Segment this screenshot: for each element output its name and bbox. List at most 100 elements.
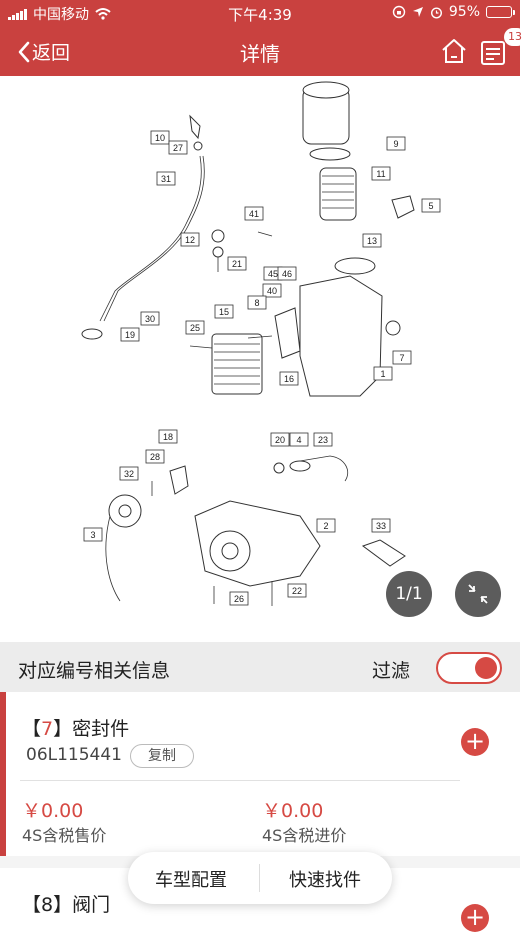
callout-box: [247, 295, 267, 310]
parts-list-icon[interactable]: [480, 38, 506, 66]
callout-label[interactable]: 2: [323, 521, 328, 531]
callout-label[interactable]: 16: [284, 374, 294, 384]
part-number: 7: [41, 718, 54, 740]
selected-accent: [0, 692, 6, 856]
callout-label[interactable]: 13: [367, 236, 377, 246]
callout-label[interactable]: 45: [268, 269, 278, 279]
add-part-button[interactable]: +: [461, 904, 489, 932]
callout-label[interactable]: 5: [428, 201, 433, 211]
callout-box: [168, 140, 188, 155]
part-code: 06L115441: [26, 745, 122, 765]
callout-label[interactable]: 3: [90, 530, 95, 540]
callout-label[interactable]: 4: [296, 435, 301, 445]
callout-label[interactable]: 19: [125, 330, 135, 340]
callout-box: [227, 256, 247, 271]
orientation-lock-icon: [392, 5, 406, 19]
callout-box: [185, 320, 205, 335]
page-indicator-button[interactable]: 1/1: [386, 571, 432, 617]
back-button[interactable]: 返回: [16, 38, 70, 65]
callout-box: [279, 371, 299, 386]
callout-box: [158, 429, 178, 444]
sale-price-label: 4S含税售价: [22, 826, 107, 845]
callout-label[interactable]: 9: [393, 139, 398, 149]
quick-find-tab[interactable]: 快速找件: [289, 870, 361, 891]
wifi-icon: [95, 8, 111, 20]
callout-box: [180, 232, 200, 247]
callout-label[interactable]: 28: [150, 452, 160, 462]
copy-button[interactable]: 复制: [130, 744, 194, 768]
callout-box: [362, 233, 382, 248]
callout-box: [270, 432, 290, 447]
related-info-title: 对应编号相关信息: [18, 660, 171, 682]
parts-list: 【7】密封件 06L115441 复制 + ￥0.00 4S含税售价 ￥0.00…: [0, 692, 520, 932]
callout-box: [120, 327, 140, 342]
status-time: 下午4:39: [228, 6, 292, 24]
callout-label[interactable]: 23: [318, 435, 328, 445]
callout-box: [83, 527, 103, 542]
callout-label[interactable]: 15: [219, 307, 229, 317]
callout-box: [277, 266, 297, 281]
callout-label[interactable]: 7: [399, 353, 404, 363]
home-icon[interactable]: [440, 37, 468, 65]
callout-label[interactable]: 30: [145, 314, 155, 324]
callout-box: [421, 198, 441, 213]
page-title: 详情: [240, 42, 280, 66]
sale-price: ￥0.00: [22, 800, 84, 822]
callout-box: [289, 432, 309, 447]
part-card[interactable]: 【7】密封件 06L115441 复制 + ￥0.00 4S含税售价 ￥0.00…: [0, 692, 520, 856]
callout-label[interactable]: 21: [232, 259, 242, 269]
alarm-icon: [430, 6, 442, 19]
callout-label[interactable]: 40: [267, 286, 277, 296]
part-name-text: 密封件: [72, 718, 130, 740]
callout-box: [229, 591, 249, 606]
callout-box: [156, 171, 176, 186]
back-label: 返回: [32, 42, 71, 64]
battery-icon: [486, 6, 515, 18]
callout-box: [244, 206, 264, 221]
battery-percent: 95%: [448, 4, 480, 20]
callout-label[interactable]: 12: [185, 235, 195, 245]
callout-box: [392, 350, 412, 365]
callout-label[interactable]: 41: [249, 209, 259, 219]
callout-box: [140, 311, 160, 326]
part-number: 8: [41, 894, 54, 916]
carrier-name: 中国移动: [33, 7, 89, 23]
callout-label[interactable]: 46: [282, 269, 292, 279]
cart-count-badge: 13: [504, 28, 526, 46]
vehicle-config-tab[interactable]: 车型配置: [155, 870, 227, 891]
callout-box: [371, 518, 391, 533]
callout-label[interactable]: 26: [234, 594, 244, 604]
callout-label[interactable]: 32: [124, 469, 134, 479]
callout-label[interactable]: 8: [254, 298, 259, 308]
callout-label[interactable]: 18: [163, 432, 173, 442]
callout-box: [119, 466, 139, 481]
add-part-button[interactable]: +: [461, 728, 489, 756]
callout-box: [386, 136, 406, 151]
callout-label[interactable]: 22: [292, 586, 302, 596]
collapse-button[interactable]: [455, 571, 501, 617]
callout-box: [145, 449, 165, 464]
callout-box: [316, 518, 336, 533]
callout-label[interactable]: 31: [161, 174, 171, 184]
callout-box: [287, 583, 307, 598]
callout-label[interactable]: 11: [376, 169, 385, 179]
callout-label[interactable]: 20: [275, 435, 285, 445]
callout-box: [373, 366, 393, 381]
callout-label[interactable]: 33: [376, 521, 386, 531]
status-bar: 中国移动 下午4:39 95%: [0, 0, 520, 26]
callout-label[interactable]: 1: [380, 369, 385, 379]
signal-icon: [8, 8, 27, 20]
callout-label[interactable]: 10: [155, 133, 165, 143]
callout-box: [313, 432, 333, 447]
part-name: 【7】密封件: [22, 718, 130, 740]
filter-toggle[interactable]: [436, 652, 502, 684]
part-name-text: 阀门: [72, 894, 111, 916]
callout-label[interactable]: 27: [173, 143, 183, 153]
callout-box: [371, 166, 391, 181]
location-icon: [412, 7, 423, 17]
callout-label[interactable]: 25: [190, 323, 200, 333]
filter-label: 过滤: [372, 660, 411, 682]
